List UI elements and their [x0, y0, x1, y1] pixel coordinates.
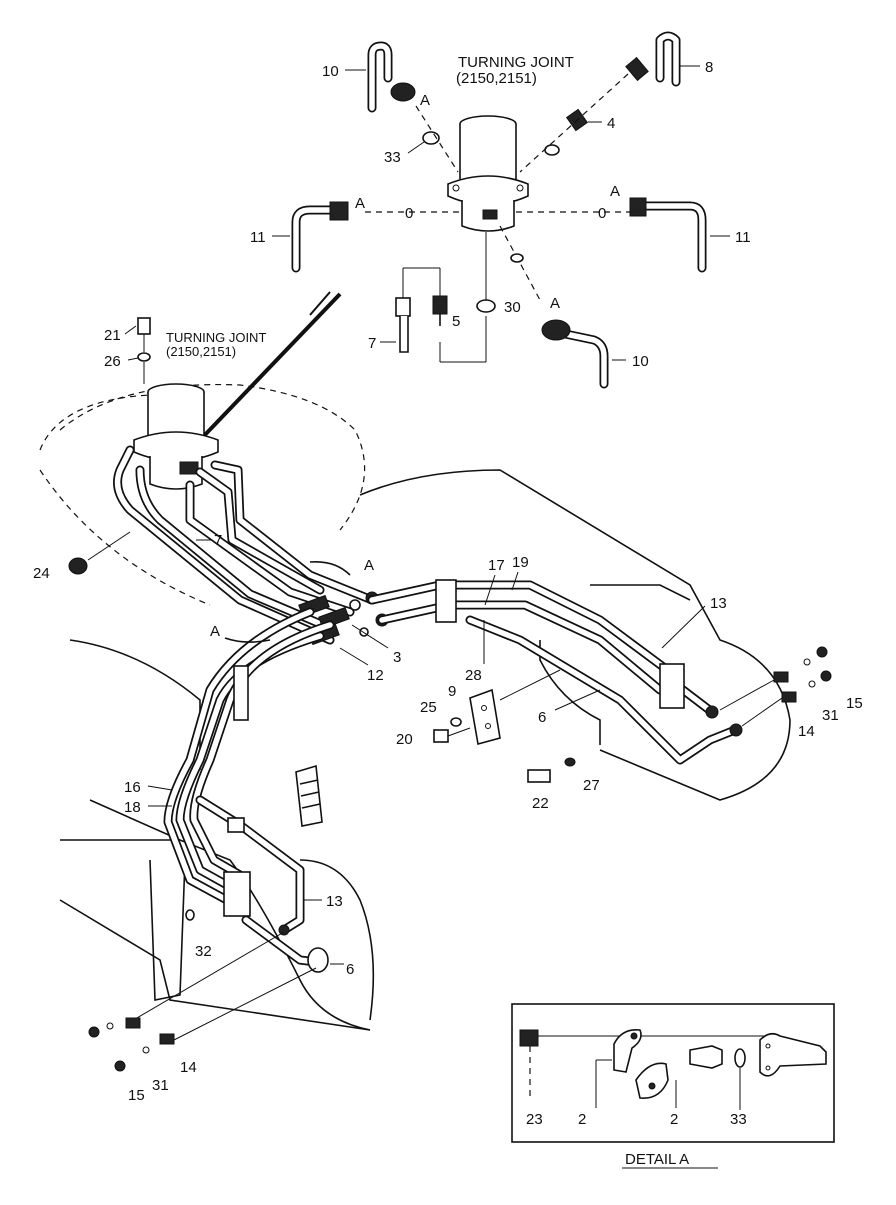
callout-9: 9: [448, 683, 456, 700]
callout-10: 10: [322, 63, 339, 80]
callout-11: 11: [250, 229, 266, 246]
detail-a: 23 2 2 33 DETAIL A: [511, 1003, 835, 1169]
turning-joint-left-label: TURNING JOINT: [166, 330, 266, 345]
callout-19: 19: [512, 554, 529, 571]
pipe-icon: [367, 41, 416, 113]
callout-a: A: [355, 195, 365, 212]
clamp-icon: [233, 665, 249, 721]
callout-20: 20: [396, 731, 413, 748]
callout-2: 2: [578, 1111, 586, 1128]
bolt-icon: [125, 1017, 141, 1029]
bolt-icon: [68, 557, 88, 575]
bolt-icon: [781, 691, 797, 703]
callout-13: 13: [710, 595, 727, 612]
bolt-icon: [159, 1033, 175, 1045]
callout-17: 17: [488, 557, 505, 574]
clamp-icon: [635, 1062, 669, 1099]
callout-28: 28: [465, 667, 482, 684]
callout-6: 6: [346, 961, 354, 978]
bracket-icon: [659, 663, 685, 709]
callout-15: 15: [128, 1087, 145, 1104]
callout-22: 22: [532, 795, 549, 812]
bolt-icon: [137, 317, 151, 335]
callout-a: A: [610, 183, 620, 200]
callout-13: 13: [326, 893, 343, 910]
callout-7: 7: [368, 335, 376, 352]
turning-joint-icon: [447, 115, 529, 232]
callout-4: 4: [607, 115, 615, 132]
callout-32: 32: [195, 943, 212, 960]
top-exploded-view: TURNING JOINT (2150,2151) 10 A 33 8 4: [250, 31, 751, 389]
bolt-icon: [432, 295, 448, 315]
turning-joint-top-label: TURNING JOINT: [458, 54, 574, 71]
callout-3: 3: [393, 649, 401, 666]
callout-14: 14: [180, 1059, 197, 1076]
clamp-icon: [295, 764, 323, 827]
detail-box: [511, 1003, 835, 1143]
callout-33: 33: [730, 1111, 747, 1128]
o-ring-icon: [476, 299, 496, 313]
bolt-icon: [773, 671, 789, 683]
callout-a: A: [550, 295, 560, 312]
main-assembly: TURNING JOINT (2150,2151) 21 26: [33, 291, 863, 1104]
callout-a: A: [210, 623, 220, 640]
callout-a: A: [364, 557, 374, 574]
bolt-icon: [527, 769, 551, 783]
turning-joint-icon: [133, 383, 219, 490]
o-ring-icon: [544, 144, 560, 156]
callout-30: 30: [504, 299, 521, 316]
turning-joint-left-codes: (2150,2151): [166, 344, 236, 359]
detail-a-title: DETAIL A: [625, 1151, 689, 1168]
pipe-icon: [629, 197, 707, 273]
callout-33: 33: [384, 149, 401, 166]
callout-25: 25: [420, 699, 437, 716]
callout-16: 16: [124, 779, 141, 796]
callout-14: 14: [798, 723, 815, 740]
bolt-icon: [433, 729, 449, 743]
callout-18: 18: [124, 799, 141, 816]
callout-5: 5: [452, 313, 460, 330]
pipe-icon: [689, 1032, 827, 1077]
callout-31: 31: [152, 1077, 169, 1094]
bracket-icon: [469, 688, 501, 746]
callout-10: 10: [632, 353, 649, 370]
bracket-icon: [223, 871, 251, 917]
callout-a: A: [420, 92, 430, 109]
bolt-icon: [395, 297, 411, 317]
callout-21: 21: [104, 327, 121, 344]
callout-0: 0: [598, 205, 606, 222]
callout-12: 12: [367, 667, 384, 684]
callout-2: 2: [670, 1111, 678, 1128]
callout-8: 8: [705, 59, 713, 76]
clamp-icon: [435, 579, 457, 623]
bolt-icon: [519, 1029, 539, 1047]
callout-0: 0: [405, 205, 413, 222]
pipe-icon: [541, 319, 609, 389]
callout-31: 31: [822, 707, 839, 724]
turning-joint-top-codes: (2150,2151): [456, 70, 537, 87]
pipe-icon: [291, 201, 349, 273]
callout-15: 15: [846, 695, 863, 712]
pipe-icon: [625, 31, 681, 87]
callout-7: 7: [214, 532, 222, 549]
clamp-icon: [613, 1028, 642, 1073]
callout-26: 26: [104, 353, 121, 370]
callout-6: 6: [538, 709, 546, 726]
callout-23: 23: [526, 1111, 543, 1128]
callout-11: 11: [735, 229, 751, 246]
callout-24: 24: [33, 565, 50, 582]
callout-27: 27: [583, 777, 600, 794]
